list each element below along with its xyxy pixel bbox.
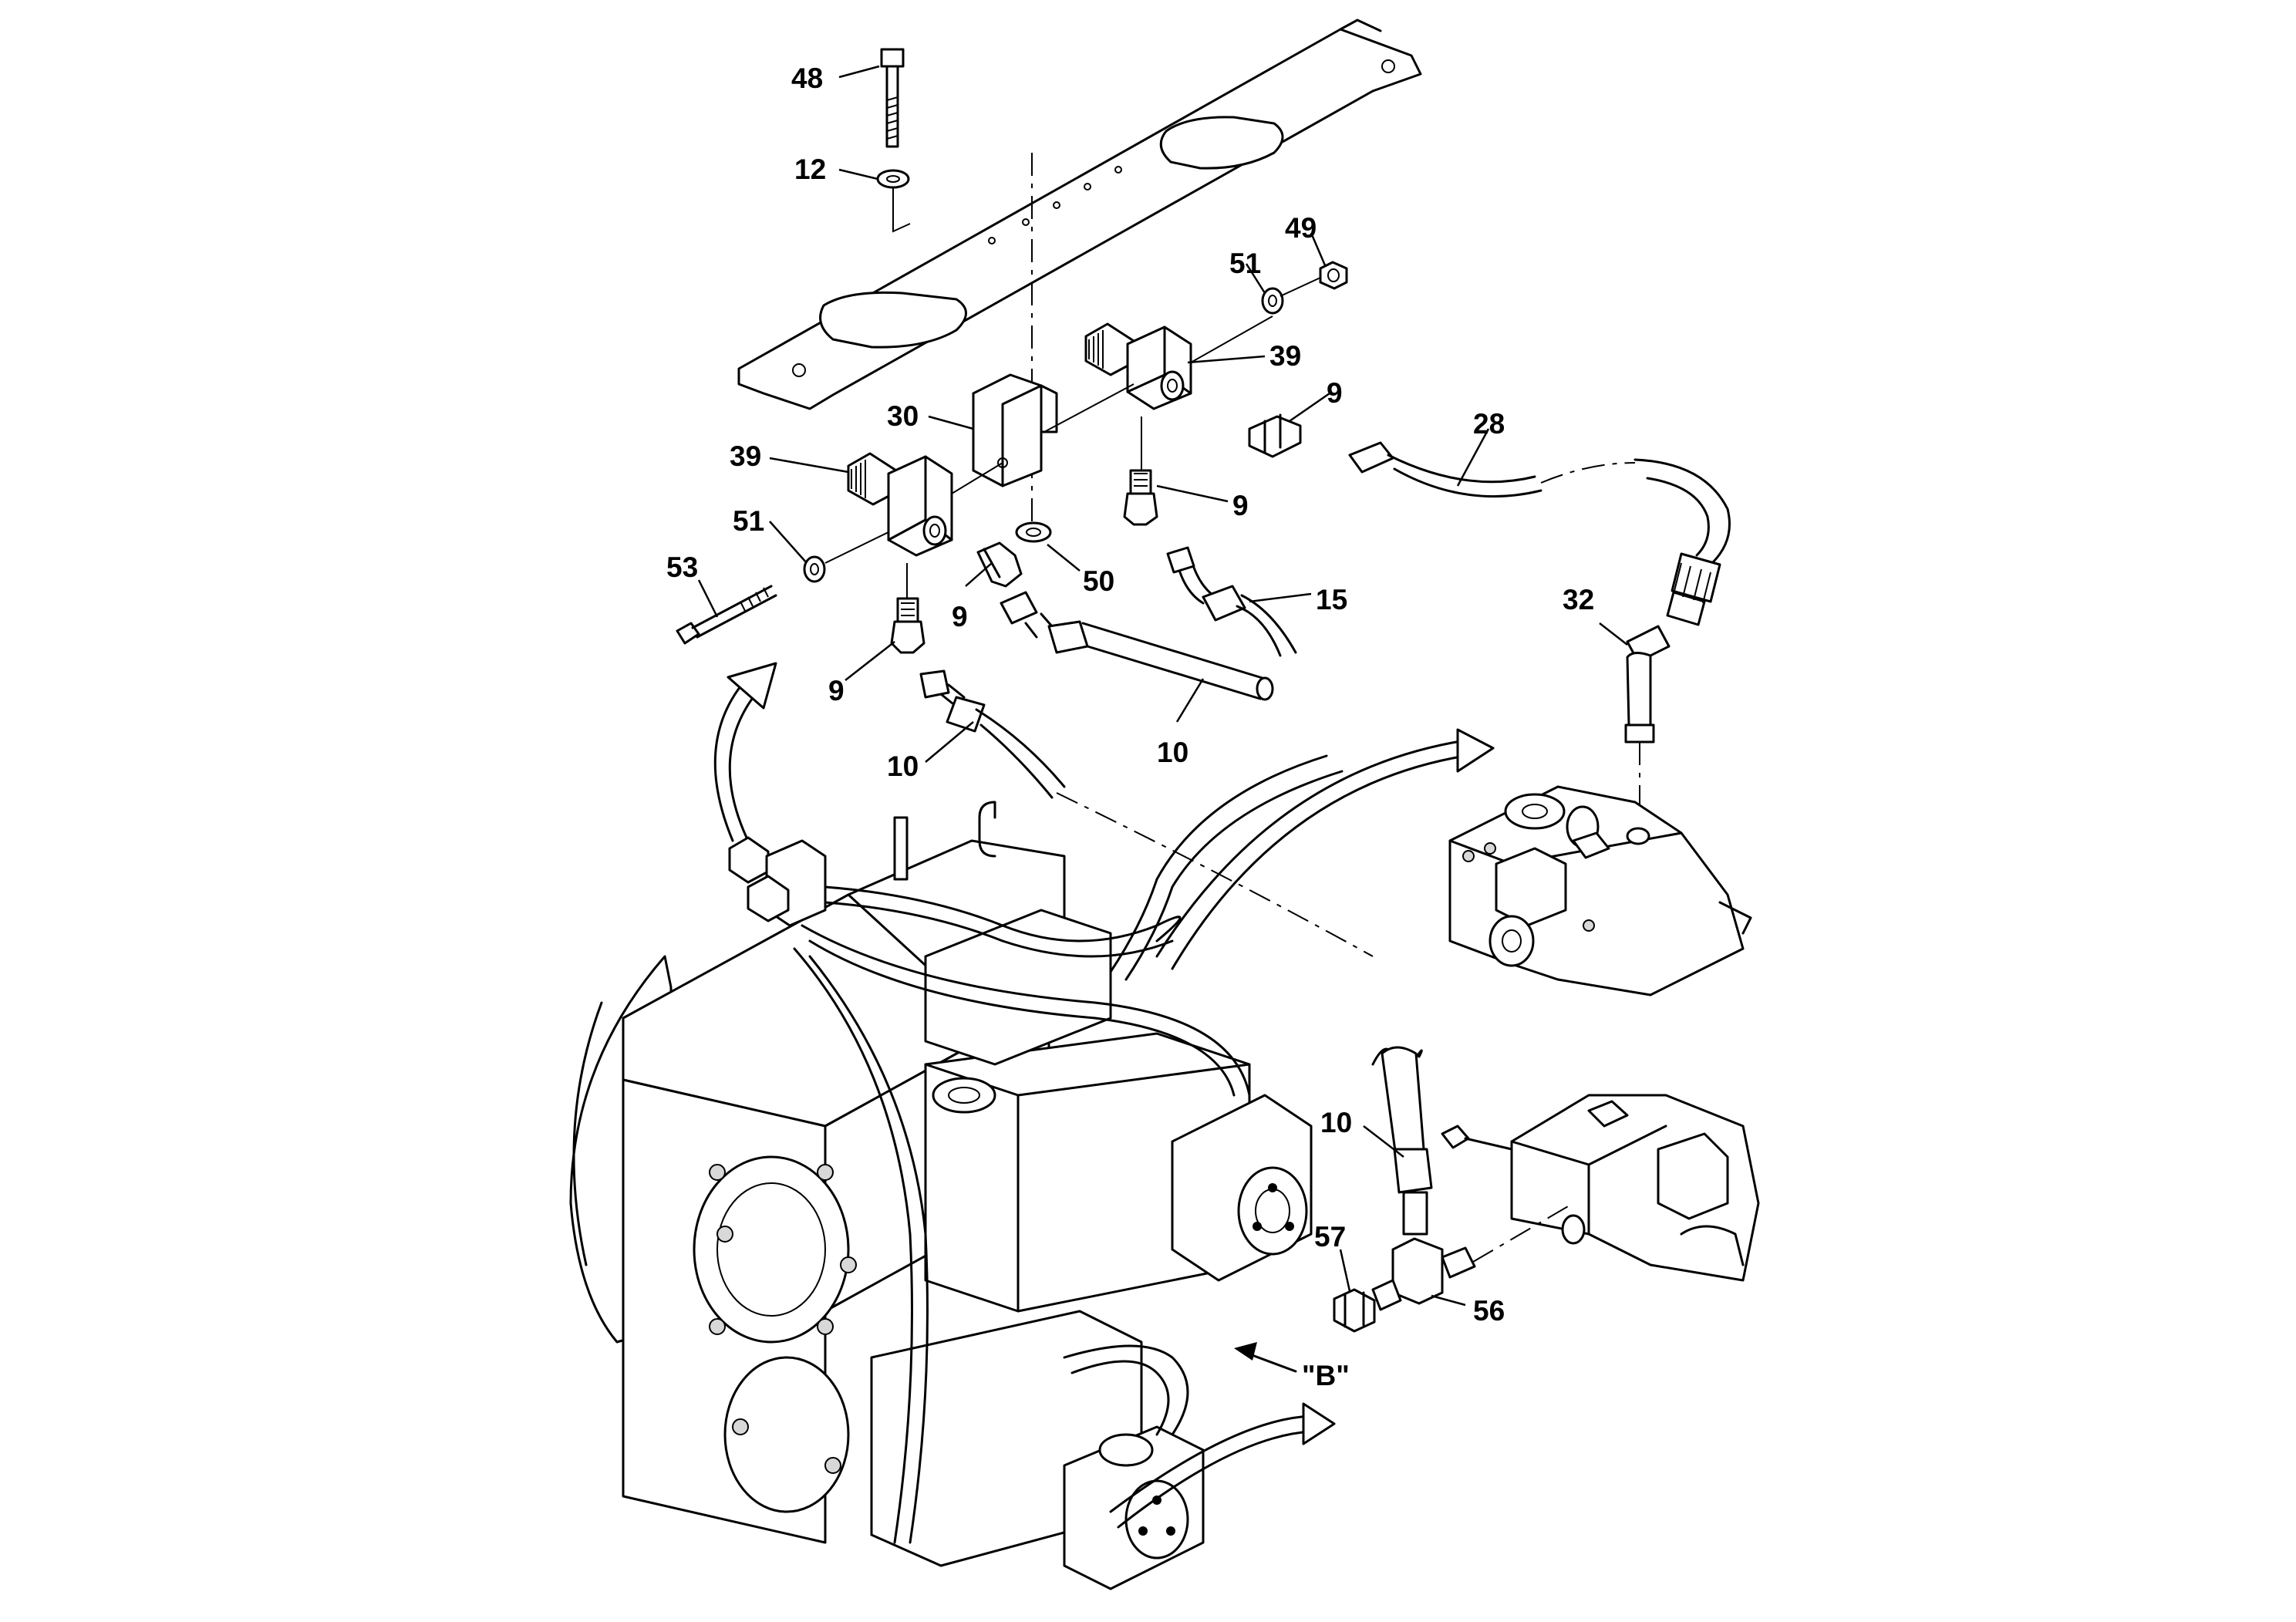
leader-lines <box>697 65 1628 1307</box>
callout-10-left: 10 <box>887 750 919 782</box>
pump-assembly <box>569 754 1344 1590</box>
callout-48: 48 <box>791 62 823 94</box>
callout-12: 12 <box>794 153 826 185</box>
fitting-9-left <box>890 597 925 654</box>
washer-51-upper <box>1261 287 1284 315</box>
detail-view-upper <box>1448 785 1752 996</box>
hose-10-left <box>919 669 1374 957</box>
callout-56: 56 <box>1473 1295 1505 1327</box>
washer-12 <box>876 169 910 189</box>
callout-49: 49 <box>1285 212 1317 244</box>
arrow-to-valves <box>713 662 777 842</box>
bolt-48 <box>880 48 905 148</box>
callout-50: 50 <box>1083 565 1114 597</box>
callout-15: 15 <box>1316 584 1347 615</box>
bracket-30 <box>972 373 1058 487</box>
tee-fitting-56 <box>1371 1202 1574 1311</box>
hose-15 <box>1166 546 1297 657</box>
elbow-32 <box>1624 625 1671 830</box>
bolt-53 <box>676 585 777 645</box>
washer-51-left <box>803 555 826 583</box>
arrow-to-detail-top <box>1155 728 1495 970</box>
callout-28: 28 <box>1473 408 1505 440</box>
mounting-plate <box>737 19 1422 410</box>
washer-50 <box>1015 521 1052 543</box>
callout-9-left: 9 <box>828 675 845 706</box>
callout-30: 30 <box>887 400 919 432</box>
callout-labels: 48 12 49 51 39 9 28 30 39 9 51 53 50 15 … <box>666 62 1594 1391</box>
view-b-arrow <box>1234 1342 1297 1373</box>
fitting-9-lower <box>976 541 1023 588</box>
callout-10-upper: 10 <box>1157 737 1188 768</box>
callout-39-left: 39 <box>730 440 761 472</box>
fitting-9-upper-right <box>1248 413 1302 458</box>
callout-51-upper: 51 <box>1229 248 1261 279</box>
callout-57: 57 <box>1314 1221 1346 1253</box>
callout-39-upper: 39 <box>1269 340 1301 372</box>
fitting-9-mid <box>1123 469 1158 526</box>
callout-9-upper-right: 9 <box>1327 377 1343 409</box>
callout-51-left: 51 <box>733 505 764 537</box>
nut-49 <box>1319 261 1348 290</box>
solenoid-valve-39-upper <box>1084 322 1192 410</box>
hose-28 <box>1348 441 1731 626</box>
callout-53: 53 <box>666 551 698 583</box>
callout-32: 32 <box>1563 584 1594 615</box>
callout-10-lower: 10 <box>1320 1107 1352 1138</box>
detail-view-lower <box>1441 1094 1760 1282</box>
callout-9-lower: 9 <box>952 601 968 632</box>
callout-9-mid: 9 <box>1232 490 1249 521</box>
view-b-label: "B" <box>1302 1360 1350 1391</box>
solenoid-valve-39-left <box>847 452 953 557</box>
hose-10-upper <box>1000 591 1274 701</box>
hose-10-lower <box>1371 1046 1433 1236</box>
cap-57 <box>1333 1288 1376 1333</box>
arrow-to-detail-b <box>1109 1402 1336 1529</box>
